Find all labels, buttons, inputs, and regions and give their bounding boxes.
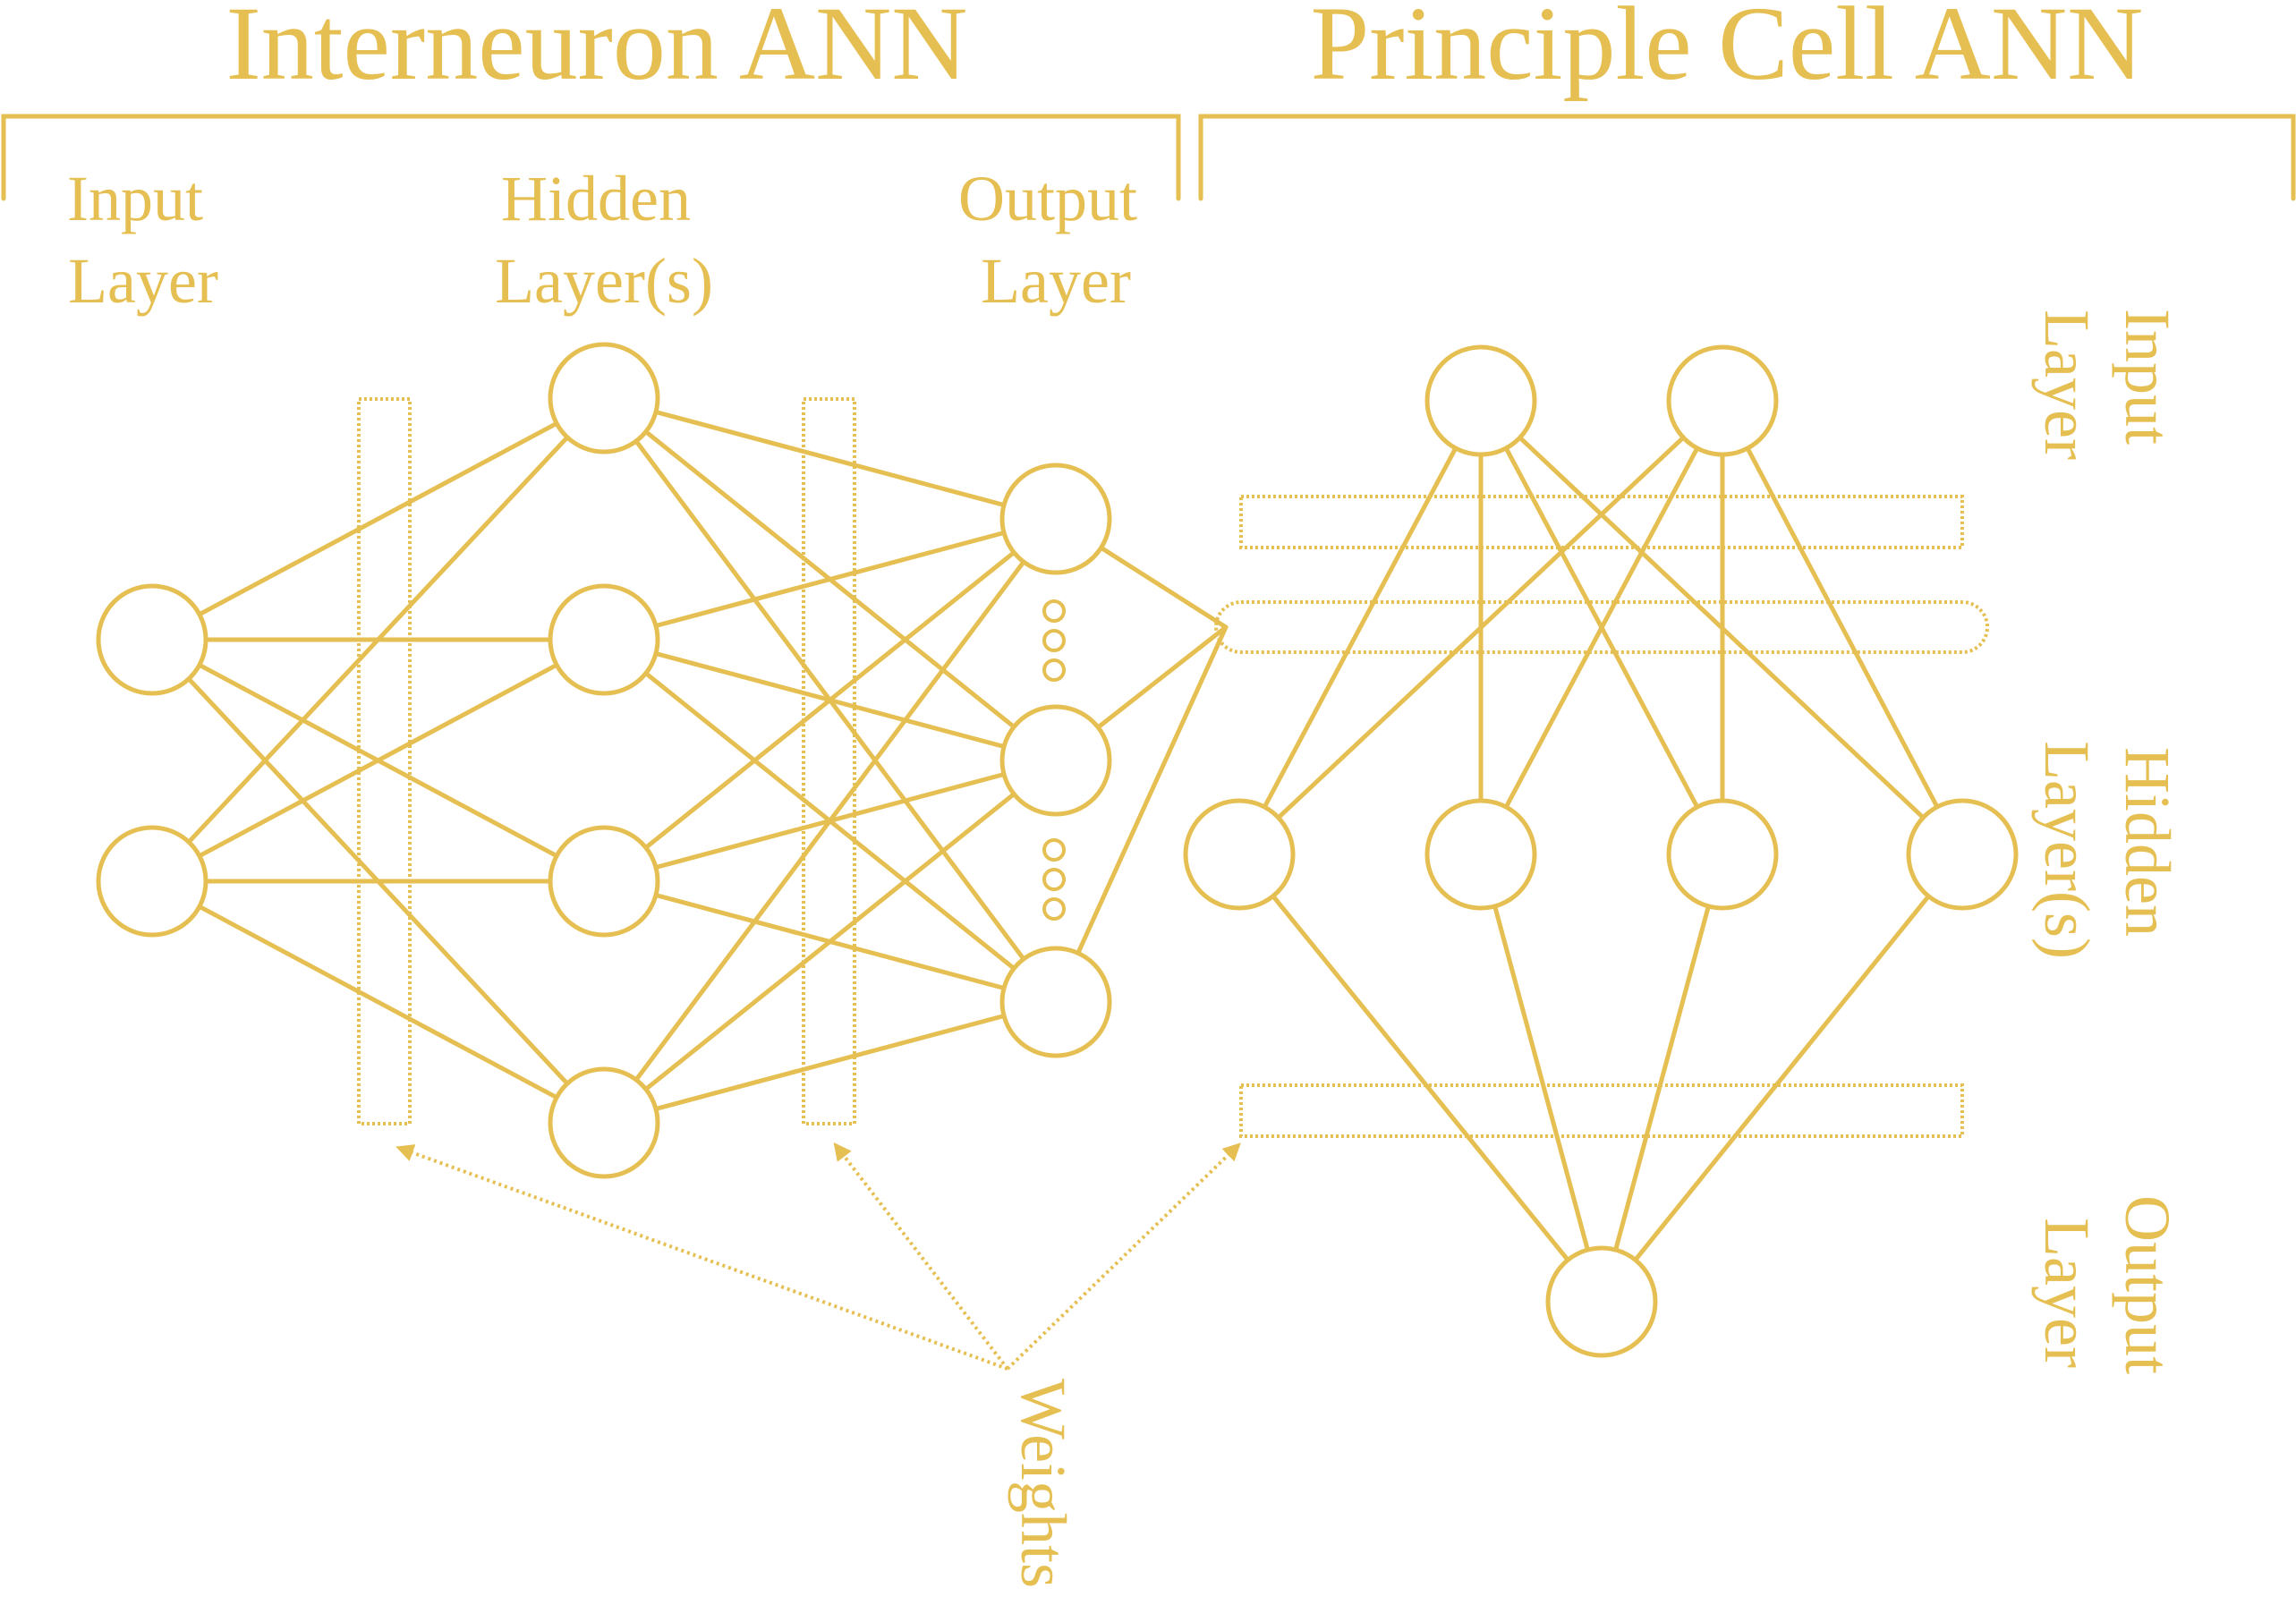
interneuron-input-node bbox=[96, 583, 208, 696]
connection-interneuron-hidden-output bbox=[643, 792, 1016, 1091]
weights-box-interneuron-2 bbox=[802, 397, 856, 1125]
ellipsis-dot bbox=[1042, 897, 1066, 921]
connection-interneuron-input-hidden bbox=[186, 435, 570, 845]
connection-interneuron-to-principle bbox=[1076, 624, 1229, 955]
connection-interneuron-input-hidden bbox=[197, 904, 559, 1100]
interneuron-hidden-node bbox=[548, 825, 660, 938]
interneuron-hidden-layer-label: Hidden Layer(s) bbox=[495, 163, 713, 317]
interneuron-hidden-node bbox=[548, 342, 660, 454]
connection-interneuron-hidden-output bbox=[634, 559, 1026, 1083]
interneuron-title: Interneuron ANN bbox=[225, 0, 967, 102]
principle-hidden-node bbox=[1424, 798, 1537, 911]
connection-interneuron-hidden-output bbox=[653, 409, 1007, 508]
connection-principle-input-hidden bbox=[1745, 446, 1940, 810]
principle-hidden-node bbox=[1906, 798, 2019, 911]
weights-box-principle-link bbox=[1214, 600, 1989, 654]
interneuron-output-node bbox=[999, 704, 1112, 817]
principle-input-node bbox=[1424, 344, 1537, 457]
connection-interneuron-hidden-output bbox=[653, 530, 1007, 629]
ellipsis-dot bbox=[1042, 658, 1066, 682]
weights-box-principle-input bbox=[1239, 495, 1964, 549]
interneuron-input-layer-label: Input Layer bbox=[67, 163, 219, 317]
principle-bracket bbox=[1198, 114, 2296, 201]
connection-interneuron-to-principle bbox=[1099, 545, 1229, 630]
principle-hidden-node bbox=[1666, 798, 1779, 911]
connection-interneuron-hidden-output bbox=[643, 550, 1016, 850]
connection-principle-hidden-output bbox=[1613, 904, 1711, 1253]
ellipsis-dot bbox=[1042, 838, 1066, 862]
principle-input-node bbox=[1666, 344, 1779, 457]
interneuron-input-node bbox=[96, 825, 208, 938]
connection-interneuron-input-hidden bbox=[197, 662, 559, 859]
principle-hidden-node bbox=[1183, 798, 1296, 911]
connection-lines bbox=[186, 409, 1940, 1262]
principle-title: Principle Cell ANN bbox=[1311, 0, 2144, 102]
nodes bbox=[96, 342, 2019, 1358]
weights-label: Weights bbox=[1008, 1379, 1079, 1588]
interneuron-output-node bbox=[999, 463, 1112, 575]
principle-output-node bbox=[1545, 1245, 1658, 1358]
ellipsis-dot bbox=[1042, 868, 1066, 891]
interneuron-output-node bbox=[999, 946, 1112, 1058]
connection-interneuron-input-hidden bbox=[197, 420, 559, 617]
connection-principle-hidden-output bbox=[1633, 894, 1931, 1262]
weights-arrow-1 bbox=[395, 1144, 1008, 1371]
connection-principle-hidden-output bbox=[1271, 894, 1570, 1262]
connection-principle-input-hidden bbox=[1276, 435, 1686, 820]
connection-interneuron-to-principle bbox=[1095, 624, 1229, 730]
weights-arrow-3 bbox=[1006, 1142, 1241, 1371]
principle-output-layer-label: Output Layer bbox=[2031, 1195, 2183, 1390]
ellipsis-dot bbox=[1042, 599, 1066, 623]
ellipsis-dot bbox=[1042, 629, 1066, 652]
interneuron-bracket bbox=[1, 114, 1181, 201]
weights-arrow-2 bbox=[833, 1142, 1009, 1371]
output-ellipsis bbox=[1042, 599, 1066, 921]
interneuron-output-layer-label: Output Layer bbox=[958, 163, 1153, 317]
principle-input-layer-label: Input Layer bbox=[2031, 309, 2183, 461]
connection-interneuron-hidden-output bbox=[653, 1013, 1007, 1112]
connection-principle-input-hidden bbox=[1262, 446, 1458, 810]
weights-box-interneuron-1 bbox=[357, 397, 412, 1125]
interneuron-hidden-node bbox=[548, 1066, 660, 1179]
connection-principle-hidden-output bbox=[1492, 904, 1590, 1253]
connection-principle-input-hidden bbox=[1503, 446, 1700, 810]
principle-hidden-layer-label: Hidden Layer(s) bbox=[2031, 741, 2183, 959]
interneuron-hidden-node bbox=[548, 583, 660, 696]
weights-box-principle-output bbox=[1239, 1083, 1964, 1138]
